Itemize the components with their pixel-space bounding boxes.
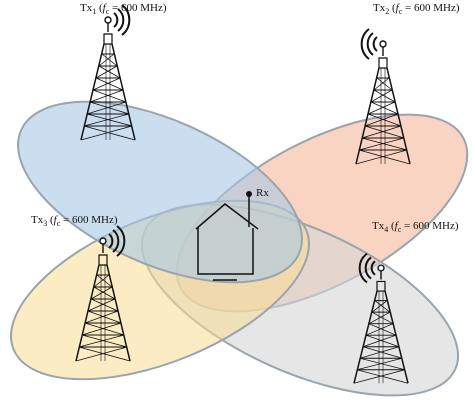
tx3-label: Tx3 (fc = 600 MHz) — [31, 214, 118, 228]
tx4-label: Tx4 (fc = 600 MHz) — [372, 220, 459, 234]
rx-antenna-icon — [246, 191, 252, 197]
coverage-area-tx1 — [17, 100, 303, 284]
tx1-label: Tx1 (fc = 600 MHz) — [80, 2, 167, 16]
rx-label: Rx — [256, 187, 269, 199]
receiver-house-icon — [195, 196, 259, 281]
tx2-label: Tx2 (fc = 600 MHz) — [373, 2, 460, 16]
